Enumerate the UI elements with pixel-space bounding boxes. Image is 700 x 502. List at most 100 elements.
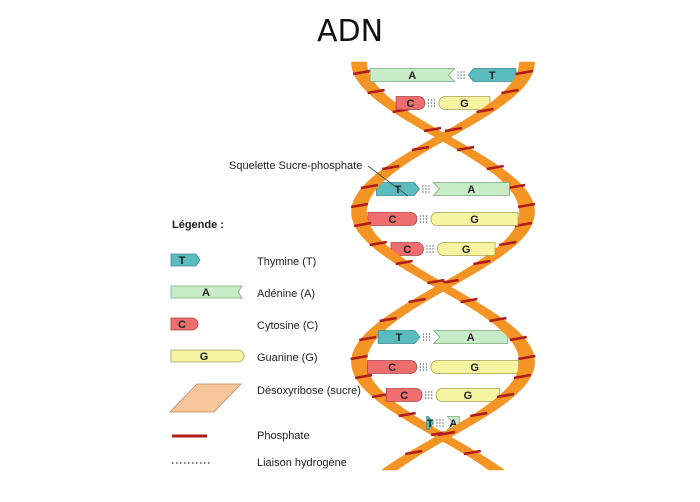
base-letter-T: T [427, 418, 434, 430]
phosphate-mark [437, 430, 456, 437]
backbone-strand-back [350, 61, 536, 471]
legend-symbol-adenine: A [170, 285, 243, 299]
phosphate-mark [470, 411, 488, 418]
phosphate-mark [463, 449, 482, 456]
base-G [438, 96, 491, 110]
strand-a-segment [381, 467, 401, 471]
base-letter-T: T [489, 70, 496, 82]
phosphate-mark [367, 88, 385, 95]
legend-label-phosphate: Phosphate [257, 430, 310, 442]
legend-symbol-guanine: G [170, 349, 245, 363]
phosphate-mark [501, 88, 519, 95]
phosphate-mark [427, 278, 445, 285]
phosphate-mark [518, 354, 536, 361]
base-letter-C: C [400, 390, 408, 402]
base-A [369, 68, 456, 82]
phosphate-mark [395, 259, 413, 266]
phosphate-mark [476, 107, 494, 114]
base-letter-T: T [395, 184, 402, 196]
base-C [367, 212, 418, 226]
legend-label-cytosine: Cytosine (C) [257, 320, 319, 332]
phosphate-mark [444, 126, 463, 133]
base-T [426, 416, 434, 430]
base-letter-G: G [470, 362, 479, 374]
phosphate-mark [513, 373, 532, 380]
base-A [432, 330, 509, 344]
legend-label-adenine: Adénine (A) [257, 288, 316, 300]
legend-symbol-adenine-letter: A [202, 287, 210, 299]
phosphate-mark [460, 297, 478, 304]
legend-symbol-thymine-letter: T [179, 255, 186, 267]
legend-heading: Légende : [172, 219, 224, 231]
base-G [437, 242, 496, 256]
phosphate-mark [408, 297, 426, 304]
base-C [390, 242, 424, 256]
phosphate-mark [515, 69, 534, 76]
base-G [435, 388, 501, 402]
base-letter-G: G [470, 214, 479, 226]
phosphate-mark [369, 240, 388, 247]
legend-label-desoxyribose: Désoxyribose (sucre) [257, 385, 361, 397]
phosphate-mark [496, 392, 515, 399]
phosphate-mark [509, 335, 527, 342]
base-letter-G: G [462, 244, 471, 256]
phosphate-mark [398, 411, 416, 418]
legend-symbol-cytosine: C [170, 317, 199, 331]
phosphate-mark [404, 449, 423, 456]
phosphate-mark [486, 164, 504, 171]
phosphate-mark [411, 145, 430, 152]
base-T [377, 330, 421, 344]
phosphate-mark [382, 164, 400, 171]
phosphate-mark [498, 240, 517, 247]
base-letter-A: A [467, 332, 475, 344]
base-C [385, 388, 423, 402]
legend-symbol-guanine-letter: G [200, 351, 209, 363]
phosphate-mark [441, 278, 459, 285]
base-T [376, 182, 420, 196]
base-C [395, 96, 426, 110]
base-letter-C: C [403, 244, 411, 256]
strand-b-segment [485, 467, 505, 471]
legend-label-thymine: Thymine (T) [257, 256, 317, 268]
legend-symbol-desoxyribose [169, 383, 242, 413]
callout-leader-line [367, 165, 409, 197]
phosphate-mark [353, 221, 372, 228]
phosphate-mark [507, 183, 526, 190]
base-letter-G: G [464, 390, 473, 402]
phosphate-mark [360, 183, 379, 190]
phosphate-mark [352, 69, 371, 76]
legend-symbol-thymine: T [170, 253, 201, 267]
base-letter-T: T [396, 332, 403, 344]
phosphate-mark [350, 354, 368, 361]
phosphate-mark [354, 373, 373, 380]
base-letter-C: C [388, 214, 396, 226]
phosphate-mark [379, 316, 397, 323]
backbone-callout-label: Squelette Sucre-phosphate [229, 160, 363, 172]
base-letter-C: C [388, 362, 396, 374]
phosphate-mark [423, 126, 442, 133]
page-title: ADN [316, 14, 384, 49]
base-G [430, 360, 519, 374]
phosphate-mark [489, 316, 507, 323]
base-G [430, 212, 519, 226]
phosphate-mark [517, 202, 536, 209]
legend-label-hydrogen-bond: Liaison hydrogène [257, 457, 347, 469]
legend-symbol-cytosine-letter: C [178, 319, 186, 331]
base-letter-A: A [467, 184, 475, 196]
base-A [432, 182, 510, 196]
base-letter-C: C [406, 98, 414, 110]
base-letter-A: A [449, 418, 457, 430]
legend-label-guanine: Guanine (G) [257, 352, 318, 364]
phosphate-mark [350, 202, 369, 209]
phosphate-mark [456, 145, 475, 152]
phosphate-mark [359, 335, 377, 342]
